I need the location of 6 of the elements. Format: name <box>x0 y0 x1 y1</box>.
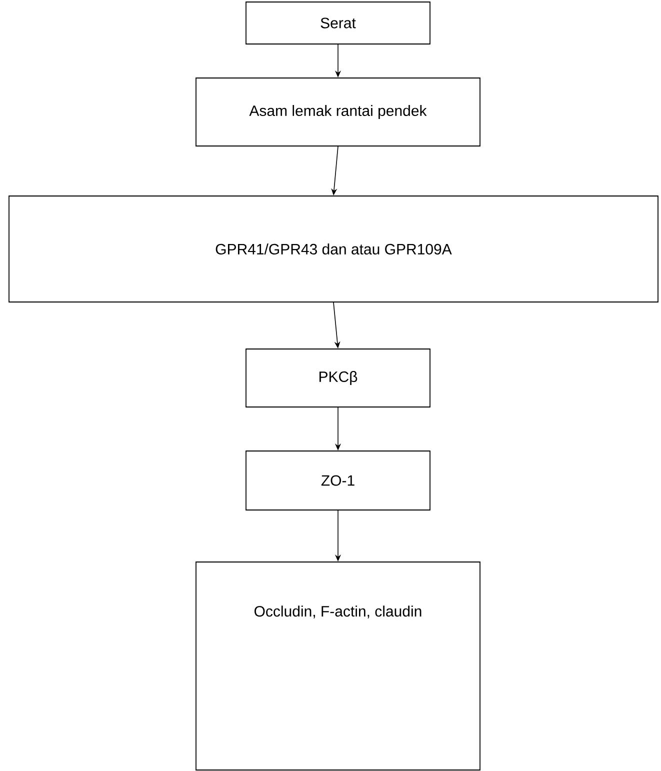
process-box: Asam lemak rantai pendek <box>196 78 480 146</box>
process-box: Occludin, F-actin, claudin <box>196 562 480 770</box>
process-box: PKCβ <box>246 348 430 408</box>
process-box: GPR41/GPR43 dan atau GPR109A <box>8 196 658 302</box>
process-box: ZO-1 <box>246 450 430 510</box>
process-box: Serat <box>246 2 430 44</box>
